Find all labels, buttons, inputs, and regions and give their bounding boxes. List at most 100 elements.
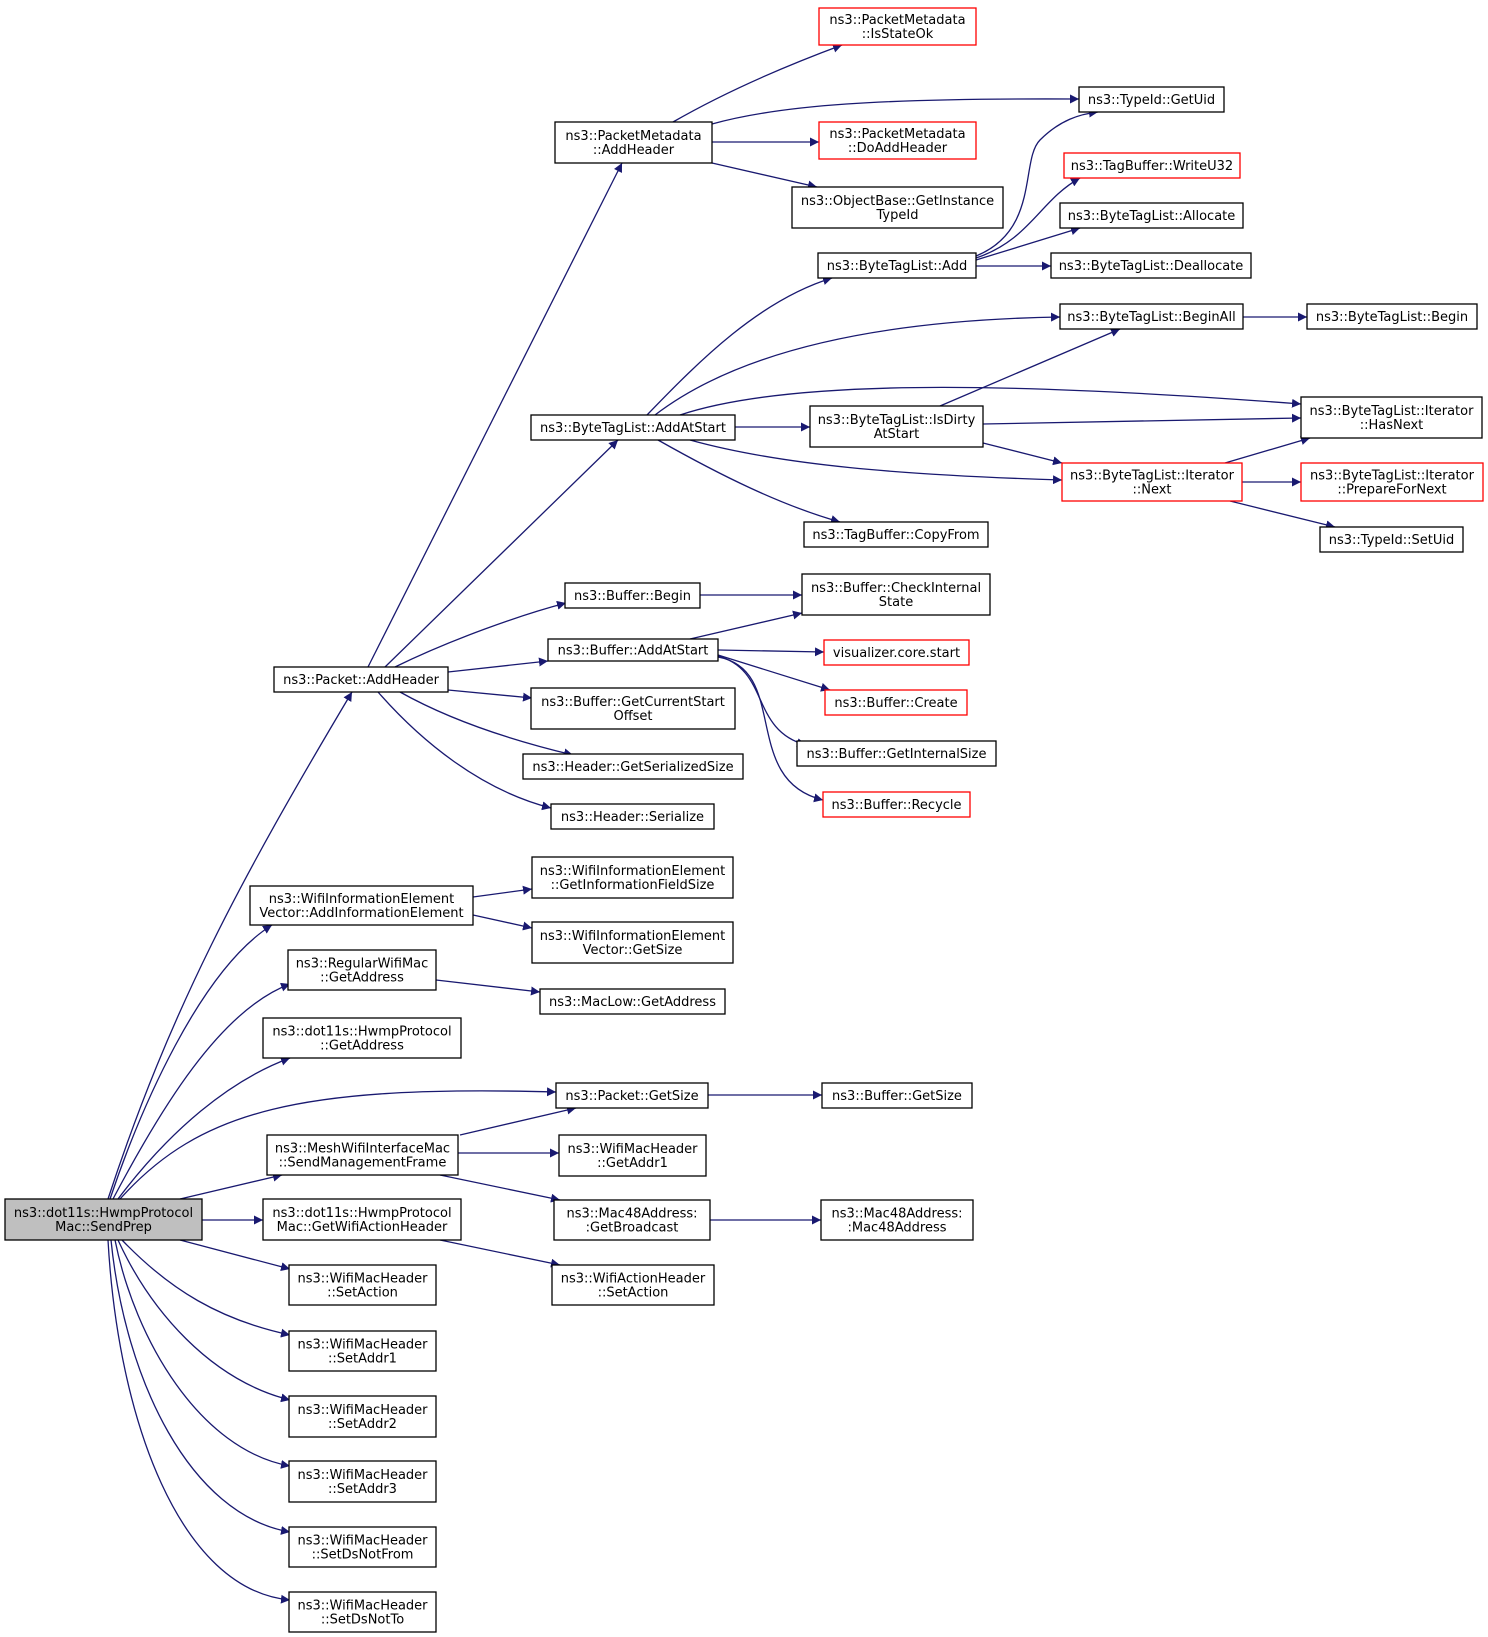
node-box[interactable] [796,740,997,767]
node-box[interactable] [1059,303,1244,330]
node-wmh-setdsnotto[interactable]: ns3::WifiMacHeader::SetDsNotTo [288,1591,437,1633]
node-box[interactable] [822,791,971,818]
node-tb-copyfrom[interactable]: ns3::TagBuffer::CopyFrom [803,521,989,548]
node-pm-isstateok[interactable]: ns3::PacketMetadata::IsStateOk [818,7,977,46]
node-wmh-setaction[interactable]: ns3::WifiMacHeader::SetAction [288,1264,437,1306]
node-box[interactable] [288,1526,437,1568]
node-pm-doaddheader[interactable]: ns3::PacketMetadata::DoAddHeader [818,121,977,160]
node-box[interactable] [266,1134,459,1176]
node-box[interactable] [818,7,977,46]
node-buf-begin[interactable]: ns3::Buffer::Begin [564,582,701,609]
node-btl-add[interactable]: ns3::ByteTagList::Add [817,252,977,279]
node-typeid-setuid[interactable]: ns3::TypeId::SetUid [1319,526,1464,553]
node-box[interactable] [249,885,474,926]
node-box[interactable] [1059,202,1244,229]
node-btl-it-next[interactable]: ns3::ByteTagList::Iterator::Next [1061,462,1243,502]
node-box[interactable] [553,1199,711,1241]
node-box[interactable] [1063,152,1241,179]
node-box[interactable] [818,121,977,160]
node-hwmp-getaddress[interactable]: ns3::dot11s::HwmpProtocol::GetAddress [262,1017,462,1059]
node-buf-addatstart[interactable]: ns3::Buffer::AddAtStart [547,638,719,662]
node-pkt-getsize[interactable]: ns3::Packet::GetSize [555,1082,709,1109]
node-btl-it-hasnext[interactable]: ns3::ByteTagList::Iterator::HasNext [1300,396,1483,439]
node-box[interactable] [801,573,991,616]
node-box[interactable] [824,689,968,716]
node-pm-addheader[interactable]: ns3::PacketMetadata::AddHeader [554,121,713,164]
node-box[interactable] [547,638,719,662]
node-box[interactable] [817,252,977,279]
node-btl-addatstart[interactable]: ns3::ByteTagList::AddAtStart [530,414,736,441]
node-box[interactable] [791,186,1004,229]
node-btl-allocate[interactable]: ns3::ByteTagList::Allocate [1059,202,1244,229]
node-typeid-getuid[interactable]: ns3::TypeId::GetUid [1078,86,1225,113]
node-box[interactable] [554,121,713,164]
node-box[interactable] [564,582,701,609]
node-wmh-setaddr2[interactable]: ns3::WifiMacHeader::SetAddr2 [288,1395,437,1438]
node-box[interactable] [551,1264,715,1306]
node-buf-getinternalsize[interactable]: ns3::Buffer::GetInternalSize [796,740,997,767]
node-m48-getbroadcast[interactable]: ns3::Mac48Address::GetBroadcast [553,1199,711,1241]
node-box[interactable] [288,1591,437,1633]
node-hdr-serialize[interactable]: ns3::Header::Serialize [550,803,715,830]
node-box[interactable] [820,1199,974,1241]
node-wmh-setaddr1[interactable]: ns3::WifiMacHeader::SetAddr1 [288,1330,437,1372]
node-box[interactable] [530,414,736,441]
node-box[interactable] [288,1395,437,1438]
node-hwmpmac-getwifiaction[interactable]: ns3::dot11s::HwmpProtocolMac::GetWifiAct… [262,1198,462,1241]
node-buf-recycle[interactable]: ns3::Buffer::Recycle [822,791,971,818]
node-box[interactable] [1319,526,1464,553]
node-wah-setaction[interactable]: ns3::WifiActionHeader::SetAction [551,1264,715,1306]
node-box[interactable] [273,666,449,693]
node-box[interactable] [530,687,736,730]
node-box[interactable] [287,949,437,991]
node-btl-beginall[interactable]: ns3::ByteTagList::BeginAll [1059,303,1244,330]
node-mwim-sendmgmt[interactable]: ns3::MeshWifiInterfaceMac::SendManagemen… [266,1134,459,1176]
node-box[interactable] [4,1198,203,1241]
node-buf-create[interactable]: ns3::Buffer::Create [824,689,968,716]
node-wmh-setaddr3[interactable]: ns3::WifiMacHeader::SetAddr3 [288,1460,437,1503]
node-box[interactable] [539,988,726,1015]
node-m48-ctor[interactable]: ns3::Mac48Address::Mac48Address [820,1199,974,1241]
node-box[interactable] [558,1134,707,1177]
node-box[interactable] [262,1017,462,1059]
node-viz-core-start[interactable]: visualizer.core.start [823,639,970,666]
node-hdr-getserializedsize[interactable]: ns3::Header::GetSerializedSize [522,753,744,780]
node-box[interactable] [288,1460,437,1503]
node-wiev-getsize[interactable]: ns3::WifiInformationElementVector::GetSi… [531,921,734,964]
node-box[interactable] [1050,252,1252,279]
node-box[interactable] [1300,396,1483,439]
node-box[interactable] [288,1330,437,1372]
node-box[interactable] [1306,303,1478,330]
node-box[interactable] [555,1082,709,1109]
node-wiev-addie[interactable]: ns3::WifiInformationElementVector::AddIn… [249,885,474,926]
node-box[interactable] [823,639,970,666]
node-pkt-addheader[interactable]: ns3::Packet::AddHeader [273,666,449,693]
node-wmh-setdsnotfrom[interactable]: ns3::WifiMacHeader::SetDsNotFrom [288,1526,437,1568]
node-btl-it-prepare[interactable]: ns3::ByteTagList::Iterator::PrepareForNe… [1300,462,1484,502]
node-wmh-getaddr1[interactable]: ns3::WifiMacHeader::GetAddr1 [558,1134,707,1177]
node-tb-writeu32[interactable]: ns3::TagBuffer::WriteU32 [1063,152,1241,179]
node-box[interactable] [803,521,989,548]
node-box[interactable] [531,921,734,964]
node-wie-getinfofieldsize[interactable]: ns3::WifiInformationElement::GetInformat… [531,856,734,899]
node-box[interactable] [821,1082,973,1109]
node-box[interactable] [1078,86,1225,113]
node-box[interactable] [1061,462,1243,502]
node-buf-getsize[interactable]: ns3::Buffer::GetSize [821,1082,973,1109]
node-box[interactable] [809,405,984,448]
node-rwm-getaddress[interactable]: ns3::RegularWifiMac::GetAddress [287,949,437,991]
node-btl-begin[interactable]: ns3::ByteTagList::Begin [1306,303,1478,330]
node-box[interactable] [288,1264,437,1306]
node-box[interactable] [522,753,744,780]
node-btl-deallocate[interactable]: ns3::ByteTagList::Deallocate [1050,252,1252,279]
node-box[interactable] [531,856,734,899]
node-maclow-getaddress[interactable]: ns3::MacLow::GetAddress [539,988,726,1015]
node-box[interactable] [262,1198,462,1241]
node-box[interactable] [550,803,715,830]
node-box[interactable] [1300,462,1484,502]
